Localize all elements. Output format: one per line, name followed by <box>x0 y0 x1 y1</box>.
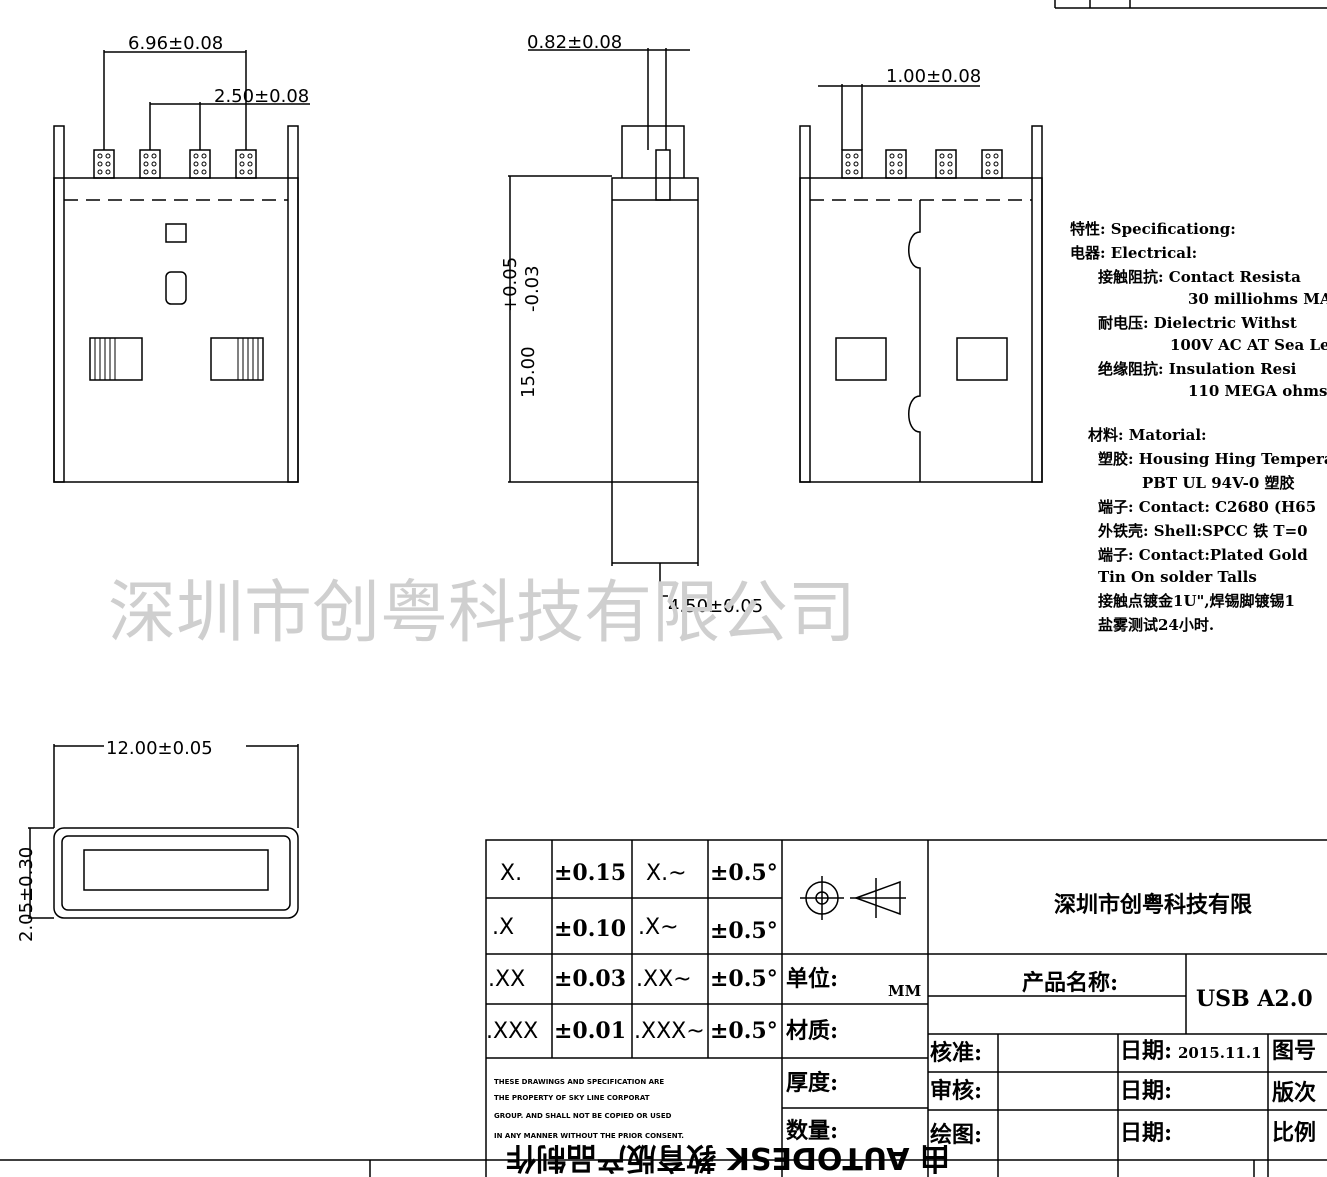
dim-pin-width: 1.00±0.08 <box>886 66 981 87</box>
dim-height-tol-minus: -0.03 <box>522 265 543 312</box>
dim-pin-span: 6.96±0.08 <box>128 33 223 54</box>
svg-text:.XX~: .XX~ <box>636 967 692 992</box>
spec-line: 耐电压: Dielectric Withst <box>1098 314 1297 332</box>
svg-text:±0.03: ±0.03 <box>554 966 626 992</box>
rear-view <box>799 84 1043 483</box>
approve-label: 核准: <box>930 1040 982 1066</box>
svg-text:THE PROPERTY OF SKY LINE CORPO: THE PROPERTY OF SKY LINE CORPORAT <box>494 1094 650 1102</box>
frame-corner <box>1054 0 1327 9</box>
svg-text:THESE DRAWINGS AND SPECIFICATI: THESE DRAWINGS AND SPECIFICATION ARE <box>494 1078 664 1086</box>
thickness-label: 厚度: <box>786 1070 838 1096</box>
draw-label: 绘图: <box>930 1122 982 1148</box>
svg-text:X.~: X.~ <box>646 861 687 886</box>
review-label: 审核: <box>930 1078 982 1104</box>
spec-line: 端子: Contact:Plated Gold <box>1098 546 1308 564</box>
tolerance-table: X. ±0.15 X.~ ±0.5° .X ±0.10 .X~ ±0.5° .X… <box>486 860 778 1044</box>
date-value: 2015.11.1 <box>1178 1044 1262 1062</box>
dim-side-width: 4.50±0.05 <box>668 596 763 617</box>
spec-line: 端子: Contact: C2680 (H65 <box>1098 498 1316 516</box>
svg-text:±0.15: ±0.15 <box>554 860 626 886</box>
spec-line: 特性: Specificationg: <box>1070 220 1236 238</box>
date-label-3: 日期: <box>1120 1120 1172 1146</box>
spec-list: 特性: Specificationg: 电器: Electrical: 接触阻抗… <box>1070 220 1327 634</box>
svg-text:.XXX~: .XXX~ <box>634 1019 705 1044</box>
rear-pins <box>841 149 1003 179</box>
material-label: 材质: <box>786 1018 838 1044</box>
svg-text:GROUP. AND SHALL NOT BE COPIED: GROUP. AND SHALL NOT BE COPIED OR USED <box>494 1112 672 1120</box>
autodesk-banner: 由 AUTODESK 教育版产品制作 <box>506 1140 950 1175</box>
svg-text:IN ANY MANNER WITHOUT THE PRIO: IN ANY MANNER WITHOUT THE PRIOR CONSENT. <box>494 1132 684 1140</box>
spec-line: PBT UL 94V-0 塑胶 <box>1142 474 1295 492</box>
unit-label: 单位: <box>786 966 838 992</box>
date-label-2: 日期: <box>1120 1078 1172 1104</box>
dim-side-thickness: 0.82±0.08 <box>527 32 622 53</box>
notice-text: THESE DRAWINGS AND SPECIFICATION ARE THE… <box>494 1078 684 1140</box>
spec-line: 电器: Electrical: <box>1070 244 1197 262</box>
side-view <box>508 48 699 597</box>
quantity-label: 数量: <box>786 1118 838 1144</box>
front-pins <box>93 149 257 179</box>
svg-text:±0.01: ±0.01 <box>554 1018 626 1044</box>
svg-text:X.: X. <box>500 861 522 886</box>
spec-line: 材料: Matorial: <box>1088 426 1207 444</box>
dim-bottom-height: 2.05±0.30 <box>16 847 37 942</box>
svg-text:.XX: .XX <box>488 967 525 992</box>
bottom-view <box>28 744 299 919</box>
dim-bottom-width: 12.00±0.05 <box>106 738 213 759</box>
spec-line: 100V AC AT Sea Lev <box>1170 336 1327 354</box>
dim-height-tol-plus: +0.05 <box>500 257 521 312</box>
spec-line: 外铁壳: Shell:SPCC 铁 T=0 <box>1097 522 1308 540</box>
version-label: 版次 <box>1272 1080 1316 1106</box>
svg-text:±0.5°: ±0.5° <box>710 966 778 992</box>
unit-value: MM <box>888 982 921 1000</box>
drawing-no-label: 图号 <box>1272 1038 1316 1064</box>
product-value: USB A2.0 <box>1196 986 1313 1012</box>
svg-text:±0.10: ±0.10 <box>554 916 626 942</box>
svg-text:.XXX: .XXX <box>486 1019 538 1044</box>
title-block <box>0 839 1327 1177</box>
spec-line: 30 milliohms MAX <box>1188 290 1327 308</box>
company-name: 深圳市创粤科技有限 <box>1054 892 1252 918</box>
watermark-company: 深圳市创粤科技有限公司 <box>108 574 856 653</box>
spec-line: 接触阻抗: Contact Resista <box>1098 268 1301 286</box>
front-view <box>53 50 310 483</box>
spec-line: 110 MEGA ohms MI <box>1188 382 1327 400</box>
spec-line: 接触点镀金1U",焊锡脚镀锡1 <box>1098 592 1295 610</box>
dim-pin-pitch: 2.50±0.08 <box>214 86 309 107</box>
product-label: 产品名称: <box>1022 970 1118 996</box>
svg-text:±0.5°: ±0.5° <box>710 1018 778 1044</box>
svg-text:±0.5°: ±0.5° <box>710 860 778 886</box>
spec-line: Tin On solder Talls <box>1098 568 1257 586</box>
scale-label: 比例 <box>1272 1120 1316 1146</box>
spec-line: 绝缘阻抗: Insulation Resi <box>1098 360 1297 378</box>
svg-text:±0.5°: ±0.5° <box>710 918 778 944</box>
dim-height-main: 15.00 <box>518 346 539 398</box>
spec-line: 盐雾测试24小时. <box>1098 616 1214 634</box>
svg-text:.X~: .X~ <box>638 915 679 940</box>
svg-text:.X: .X <box>492 915 514 940</box>
date-label-1: 日期: <box>1120 1038 1172 1064</box>
spec-line: 塑胶: Housing Hing Tempera <box>1098 450 1327 468</box>
